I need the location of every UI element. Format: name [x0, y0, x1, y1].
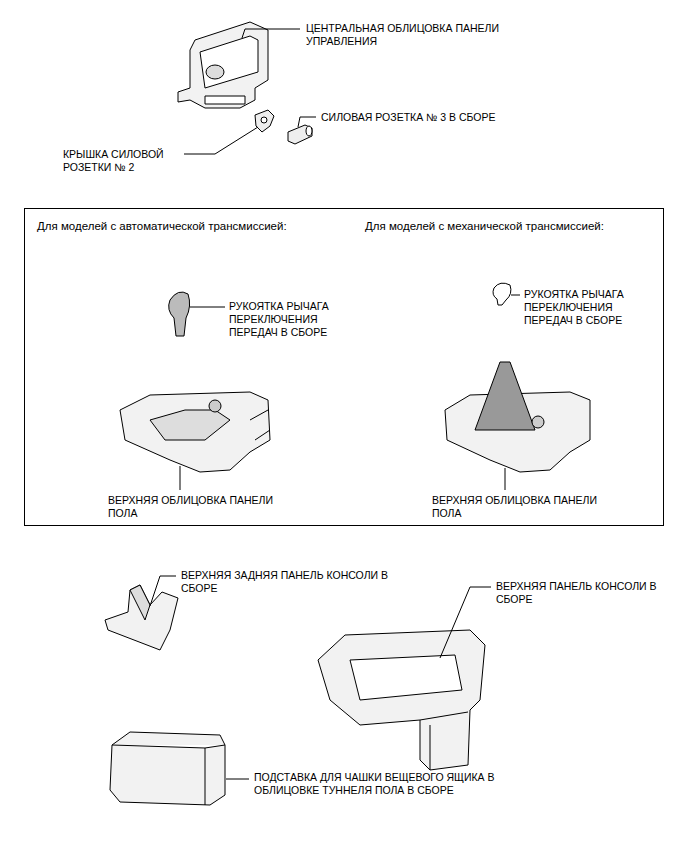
part-name: РУКОЯТКА РЫЧАГА ПЕРЕКЛЮЧЕНИЯ ПЕРЕДАЧ В С…	[229, 300, 349, 339]
part-name: СИЛОВАЯ РОЗЕТКА № 3 В СБОРЕ	[320, 111, 542, 124]
variant-heading: Для моделей с механической трансмиссией:	[365, 220, 604, 232]
part-name: ВЕРХНЯЯ ОБЛИЦОВКА ПАНЕЛИ ПОЛА	[108, 494, 290, 520]
part-name: ВЕРХНЯЯ ОБЛИЦОВКА ПАНЕЛИ ПОЛА	[432, 494, 614, 520]
variant-frame: Для моделей с автоматической трансмиссие…	[24, 208, 664, 526]
part-name: КРЫШКА СИЛОВОЙ РОЗЕТКИ № 2	[62, 148, 184, 174]
part-name: ВЕРХНЯЯ ЗАДНЯЯ ПАНЕЛЬ КОНСОЛИ В СБОРЕ	[180, 569, 414, 595]
part-name: ЦЕНТРАЛЬНАЯ ОБЛИЦОВКА ПАНЕЛИ УПРАВЛЕНИЯ	[305, 22, 532, 48]
part-name: ВЕРХНЯЯ ПАНЕЛЬ КОНСОЛИ В СБОРЕ	[495, 580, 677, 606]
variant-heading: Для моделей с автоматической трансмиссие…	[37, 220, 287, 232]
part-name: РУКОЯТКА РЫЧАГА ПЕРЕКЛЮЧЕНИЯ ПЕРЕДАЧ В С…	[524, 288, 644, 327]
part-name: ПОДСТАВКА ДЛЯ ЧАШКИ ВЕЩЕВОГО ЯЩИКА В ОБЛ…	[253, 771, 525, 797]
